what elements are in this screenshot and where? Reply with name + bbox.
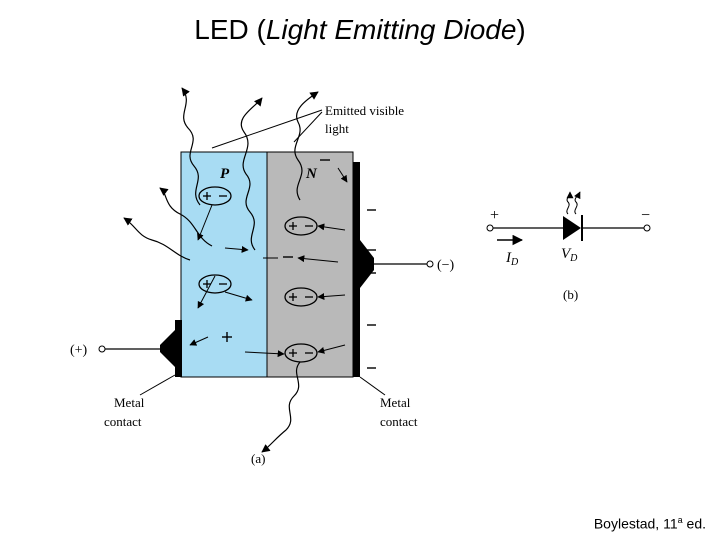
- emitted-light-rays: [123, 87, 319, 453]
- slide-title: LED (Light Emitting Diode): [0, 14, 720, 46]
- credit-suffix: ed.: [682, 516, 706, 532]
- emitted-light-label-line2: light: [325, 121, 349, 136]
- carrier-pair: [284, 216, 318, 236]
- free-charges: [222, 159, 376, 369]
- current-label: ID: [505, 250, 519, 268]
- led-terminal-right: [643, 224, 651, 232]
- credit-text: Boylestad, 11a ed.: [594, 515, 706, 532]
- credit-main: Boylestad, 11: [593, 516, 678, 532]
- symbol-minus: −: [641, 207, 650, 224]
- led-terminal-left: [486, 224, 494, 232]
- carrier-arrows: [189, 167, 348, 358]
- left-contact-blob: [160, 330, 175, 367]
- p-region-label: P: [220, 166, 230, 182]
- title-close: ): [516, 14, 526, 45]
- led-diode-triangle: [563, 216, 581, 240]
- metal-left-callout: [139, 374, 176, 396]
- metal-right-callout: [359, 376, 386, 396]
- caption-a: (a): [251, 451, 265, 466]
- minus-terminal-node: [426, 260, 434, 268]
- metal-right-label-line2: contact: [380, 414, 418, 429]
- metal-left-label-line2: contact: [104, 414, 142, 429]
- right-contact-blob: [360, 240, 374, 288]
- caption-b: (b): [563, 287, 578, 302]
- plus-terminal-node: [98, 345, 106, 353]
- carrier-pair: [198, 186, 232, 206]
- plus-terminal-label: (+): [70, 343, 88, 358]
- left-metal-contact: [175, 320, 182, 377]
- emitted-callout-line: [293, 111, 323, 143]
- metal-right-label-line1: Metal: [380, 395, 411, 410]
- right-metal-contact: [353, 162, 360, 377]
- led-emission-arrows: [566, 191, 581, 215]
- n-region-label: N: [305, 166, 318, 182]
- carrier-pair: [284, 343, 318, 363]
- symbol-plus: +: [490, 207, 499, 224]
- credit-sup: a: [677, 515, 683, 526]
- minus-terminal-label: (−): [437, 258, 455, 273]
- voltage-label: VD: [561, 246, 578, 264]
- carrier-pair: [284, 287, 318, 307]
- emitted-callout-line: [211, 109, 323, 149]
- carrier-pair: [198, 274, 232, 294]
- metal-left-label-line1: Metal: [114, 395, 145, 410]
- title-italic: Light Emitting Diode: [265, 14, 517, 45]
- title-main: LED (: [194, 14, 266, 45]
- n-region: [266, 151, 354, 378]
- emitted-light-label-line1: Emitted visible: [325, 103, 404, 118]
